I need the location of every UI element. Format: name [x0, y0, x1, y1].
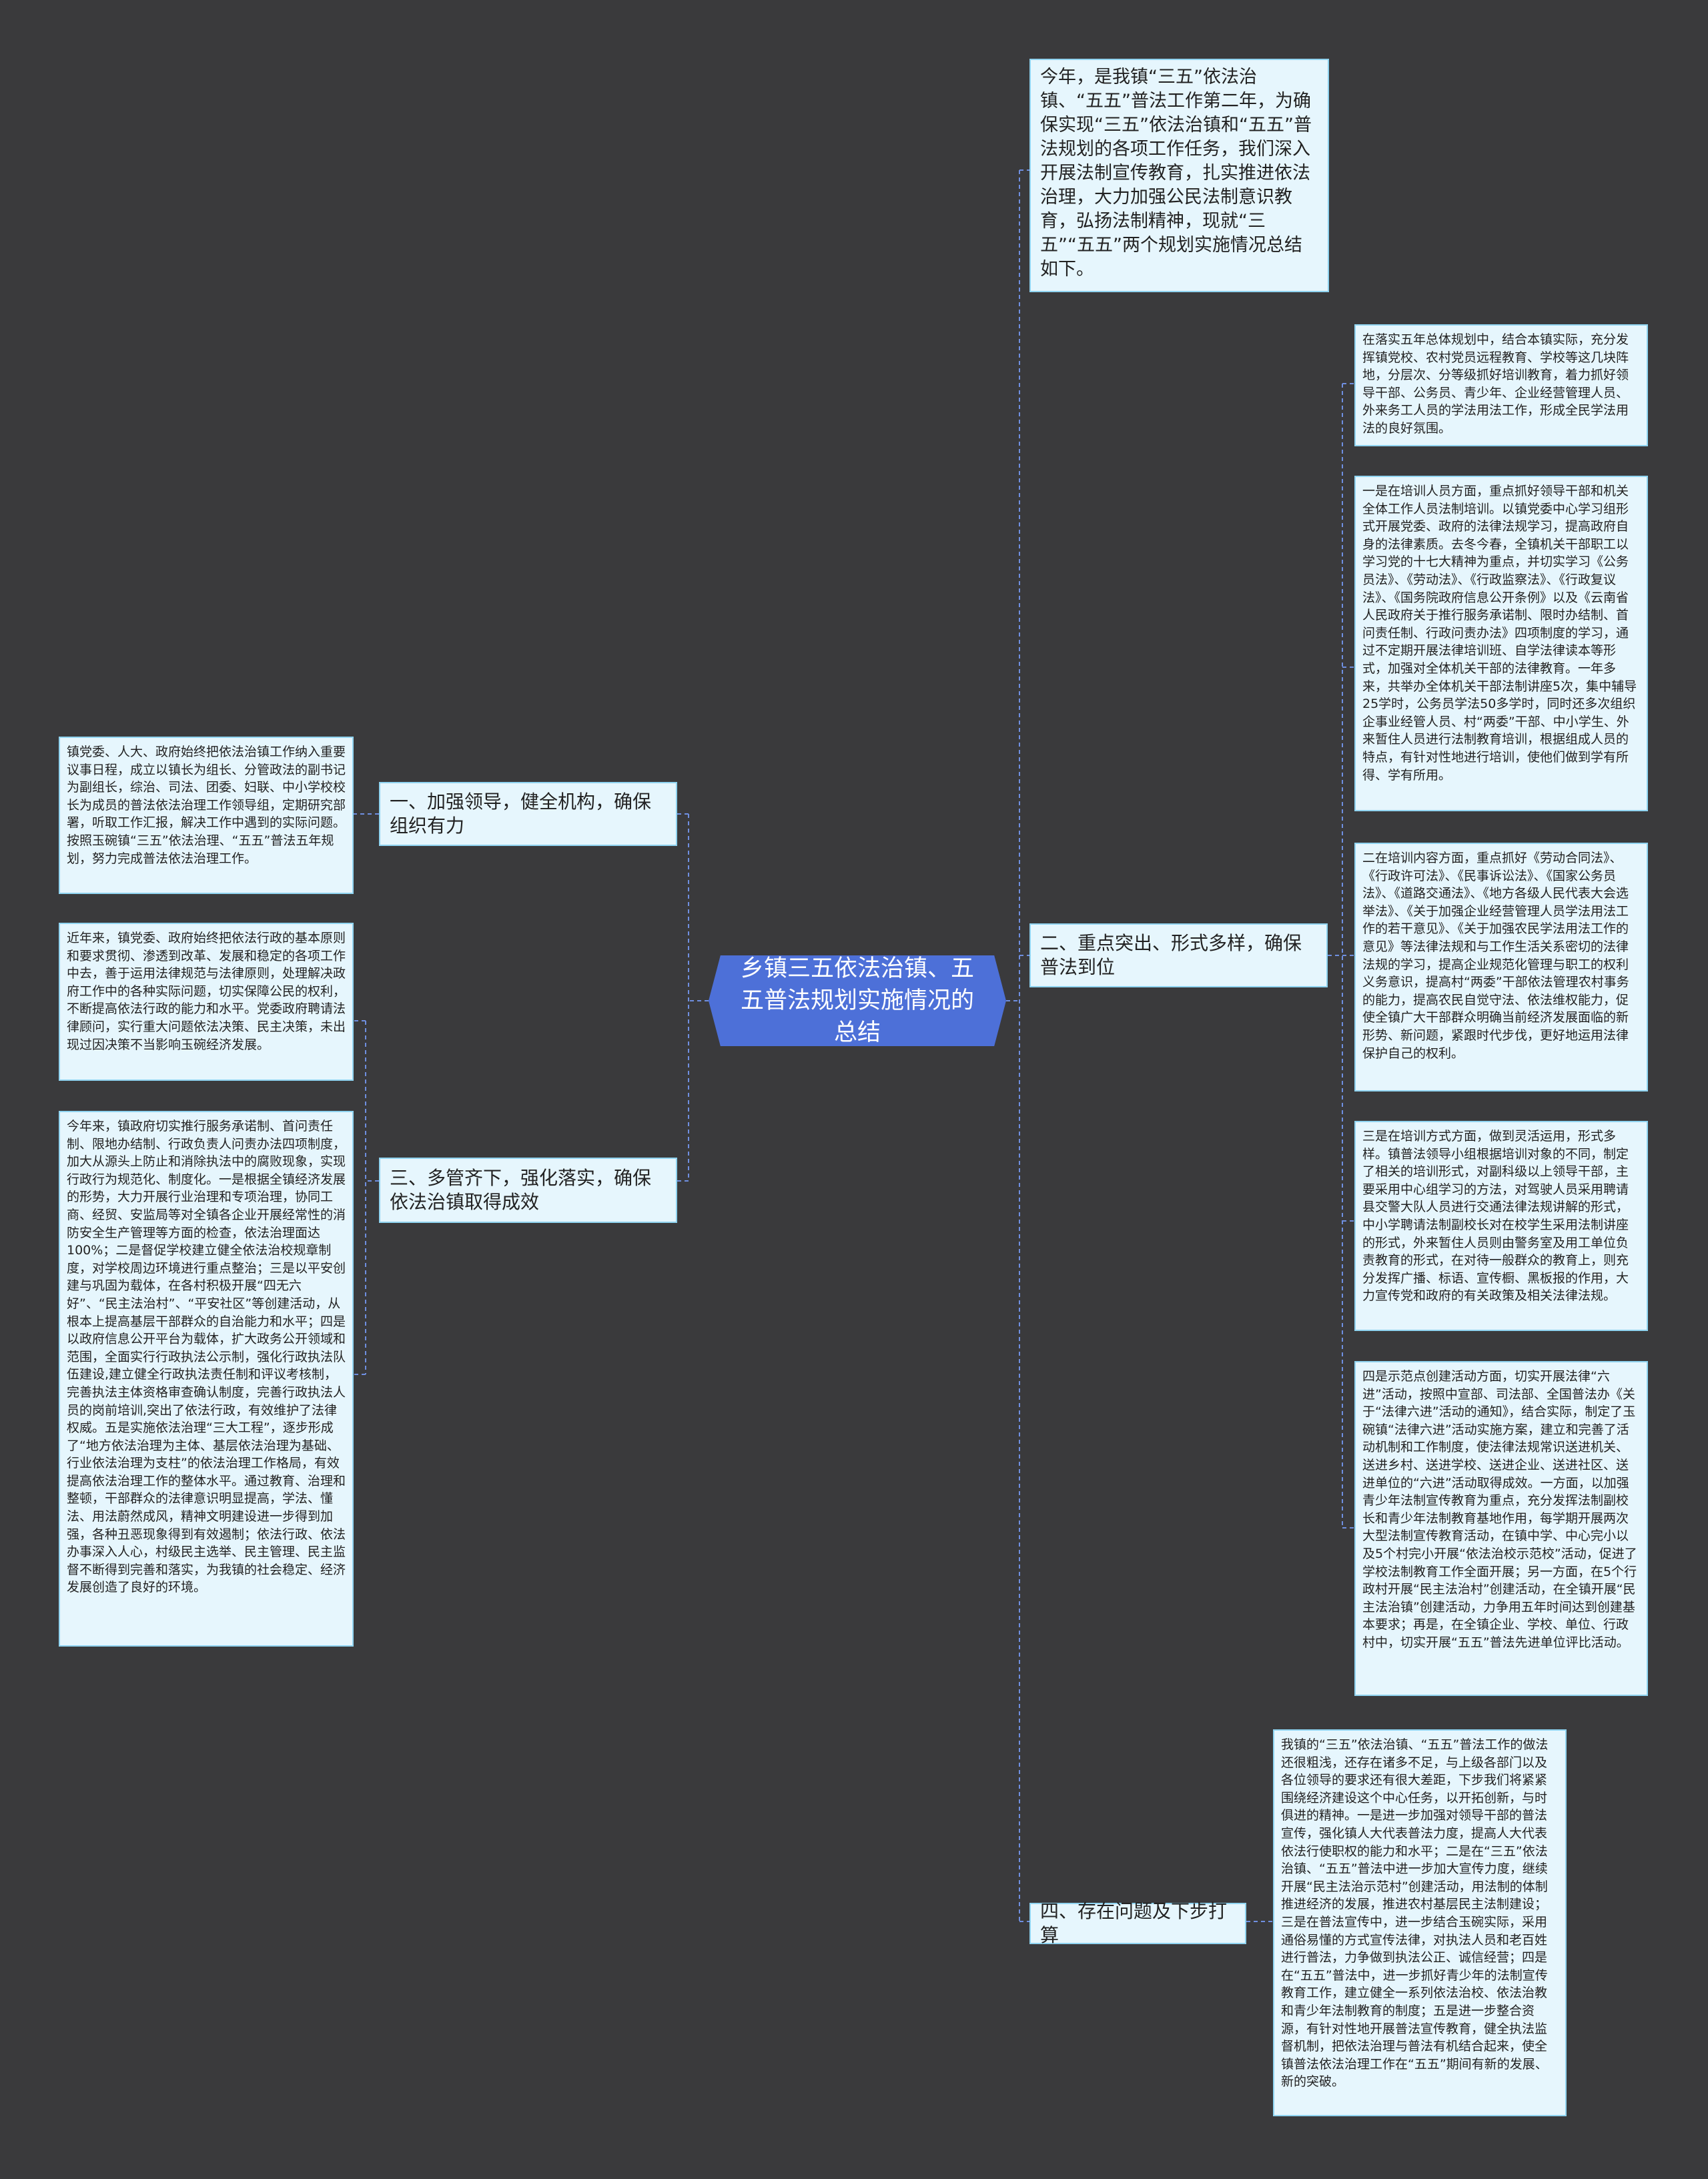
- root-title: 乡镇三五依法治镇、五五普法规划实施情况的总结: [740, 955, 974, 1046]
- connector-b2-leaves: [1328, 383, 1354, 1529]
- branch-1-label: 一、加强领导，健全机构，确保组织有力: [390, 791, 652, 837]
- branch-4-leaf-1[interactable]: 我镇的“三五”依法治镇、“五五”普法工作的做法还很粗浅，还存在诸多不足，与上级各…: [1273, 1729, 1567, 2116]
- branch-2-leaf-1[interactable]: 在落实五年总体规划中，结合本镇实际，充分发挥镇党校、农村党员远程教育、学校等这几…: [1354, 324, 1648, 446]
- connector-root-left: [688, 814, 709, 1181]
- branch-2-leaf-2[interactable]: 一是在培训人员方面，重点抓好领导干部和机关全体工作人员法制培训。以镇党委中心学习…: [1354, 476, 1648, 811]
- connector-b3-leaves: [354, 1020, 379, 1375]
- branch-1-leaf-1[interactable]: 镇党委、人大、政府始终把依法治镇工作纳入重要议事日程，成立以镇长为组长、分管政法…: [59, 737, 354, 894]
- branch-3-leaf-2[interactable]: 今年来，镇政府切实推行服务承诺制、首问责任制、限地办结制、行政负责人问责办法四项…: [59, 1111, 354, 1647]
- branch-2-leaf-4[interactable]: 三是在培训方式方面，做到灵活运用，形式多样。镇普法领导小组根据培训对象的不同，制…: [1354, 1121, 1648, 1331]
- branch-2-label: 二、重点突出、形式多样，确保普法到位: [1040, 932, 1302, 978]
- branch-2-node[interactable]: 二、重点突出、形式多样，确保普法到位: [1029, 923, 1328, 987]
- intro-node[interactable]: 今年，是我镇“三五”依法治镇、“五五”普法工作第二年，为确保实现“三五”依法治镇…: [1029, 59, 1329, 292]
- branch-3-leaf-1[interactable]: 近年来，镇党委、政府始终把依法行政的基本原则和要求贯彻、渗透到改革、发展和稳定的…: [59, 923, 354, 1081]
- connector-b1-leaf: [353, 813, 379, 817]
- branch-2-leaf-3[interactable]: 二在培训内容方面，重点抓好《劳动合同法》、《行政许可法》、《民事诉讼法》、《国家…: [1354, 843, 1648, 1092]
- branch-1-node[interactable]: 一、加强领导，健全机构，确保组织有力: [379, 782, 677, 846]
- branch-4-node[interactable]: 四、存在问题及下步打算: [1029, 1900, 1246, 1946]
- branch-3-label: 三、多管齐下，强化落实，确保依法治镇取得成效: [390, 1167, 652, 1213]
- connector-root-right: [1006, 170, 1020, 1921]
- branch-4-label: 四、存在问题及下步打算: [1040, 1900, 1228, 1946]
- branch-2-leaf-5[interactable]: 四是示范点创建活动方面，切实开展法律“六进”活动，按照中宣部、司法部、全国普法办…: [1354, 1361, 1648, 1696]
- branch-3-node[interactable]: 三、多管齐下，强化落实，确保依法治镇取得成效: [379, 1158, 677, 1223]
- root-topic[interactable]: 乡镇三五依法治镇、五五普法规划实施情况的总结: [709, 955, 1006, 1046]
